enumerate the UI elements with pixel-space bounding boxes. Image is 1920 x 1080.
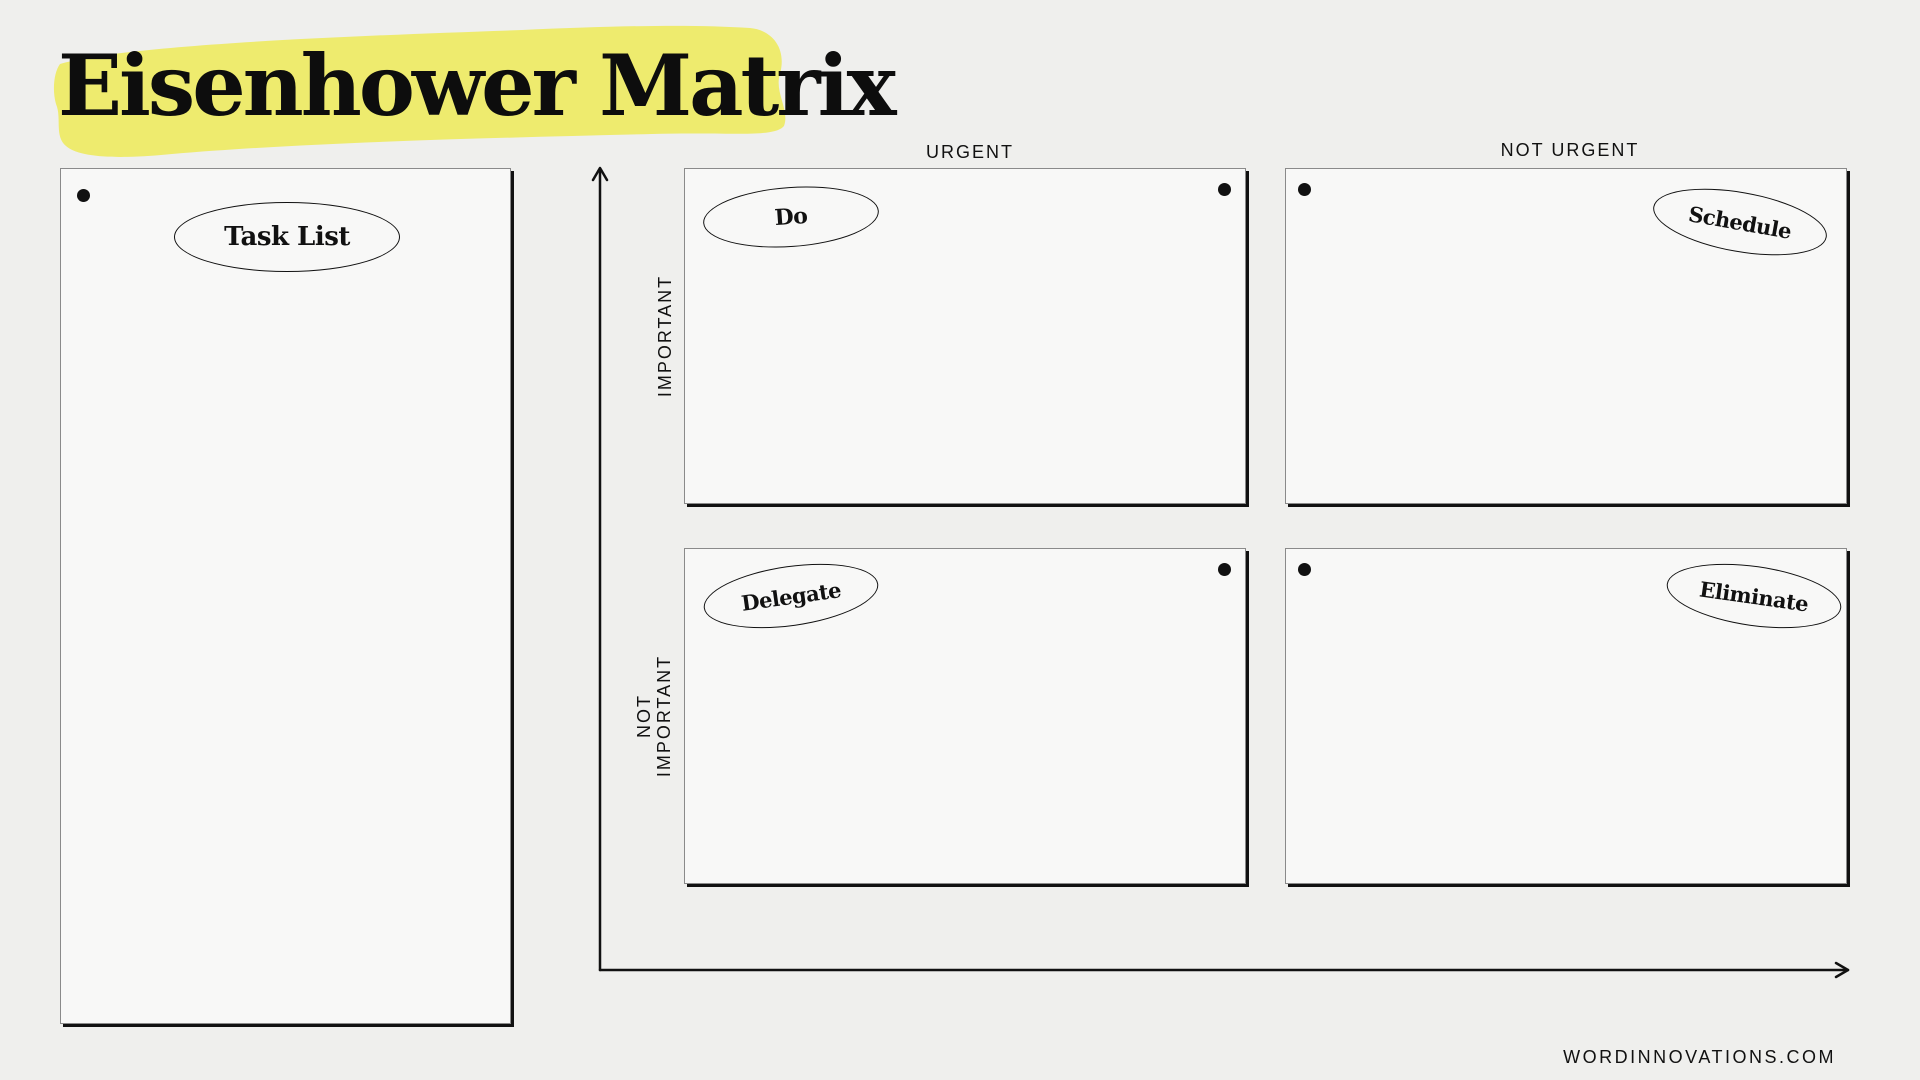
row-label-not-important-text: NOT IMPORTANT (634, 654, 674, 778)
quadrant-delegate[interactable]: Delegate (684, 548, 1246, 884)
quadrant-schedule[interactable]: Schedule (1285, 168, 1847, 504)
pin-icon (1298, 183, 1311, 196)
footer-url: WORDINNOVATIONS.COM (1563, 1047, 1836, 1067)
quadrant-label-do: Do (701, 180, 881, 254)
column-label-urgent: URGENT (926, 142, 1014, 162)
column-label-not-urgent: NOT URGENT (1500, 140, 1640, 160)
task-list-card[interactable]: Task List (60, 168, 511, 1024)
quadrant-label-eliminate: Eliminate (1662, 554, 1846, 638)
row-label-important-text: IMPORTANT (655, 274, 675, 398)
x-axis-arrowhead-icon (1834, 961, 1850, 979)
quadrant-label-delegate: Delegate (699, 554, 883, 638)
quadrant-label-schedule: Schedule (1648, 177, 1832, 267)
quadrant-eliminate[interactable]: Eliminate (1285, 548, 1847, 884)
pin-icon (77, 189, 90, 202)
pin-icon (1298, 563, 1311, 576)
page-title: Eisenhower Matrix (58, 36, 897, 135)
y-axis-arrowhead-icon (591, 166, 609, 182)
title-highlight (53, 25, 786, 157)
task-list-label: Task List (174, 202, 400, 272)
pin-icon (1218, 183, 1231, 196)
pin-icon (1218, 563, 1231, 576)
quadrant-do[interactable]: Do (684, 168, 1246, 504)
